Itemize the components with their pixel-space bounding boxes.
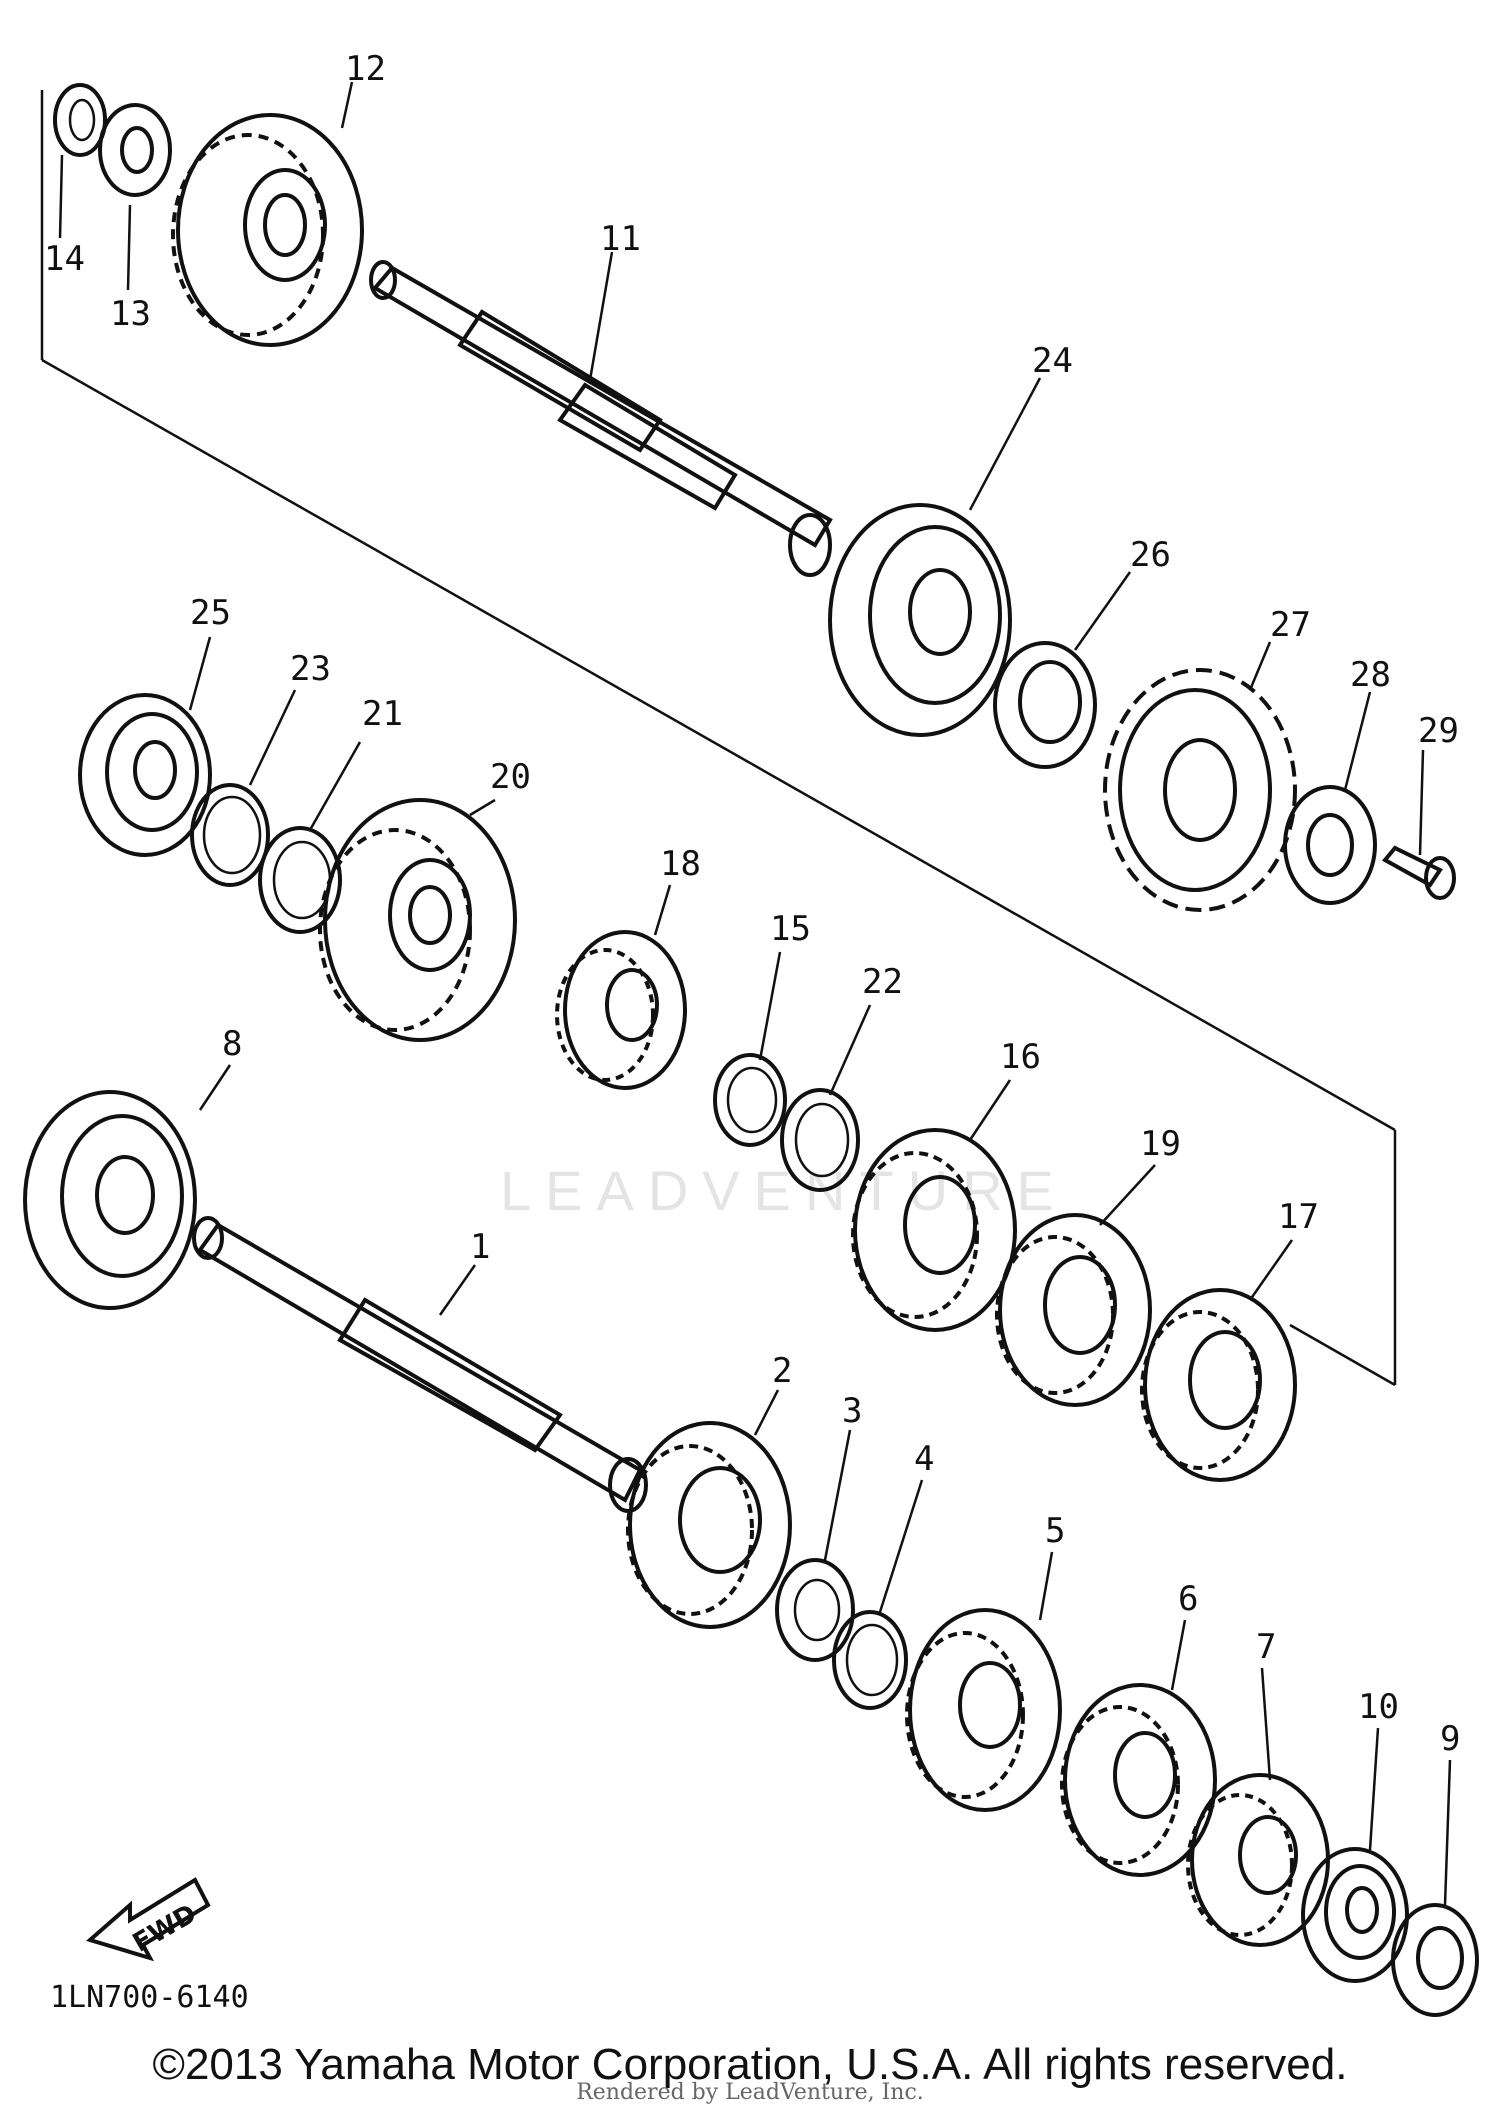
- callout-22: 22: [862, 962, 903, 1002]
- gear-6: [1060, 1683, 1217, 1877]
- rendered-by-credit: Rendered by LeadVenture, Inc.: [576, 2080, 924, 2105]
- callout-1: 1: [470, 1227, 490, 1267]
- callout-21: 21: [362, 694, 403, 734]
- callout-14: 14: [44, 239, 85, 279]
- washer-3: [775, 1558, 855, 1662]
- drive-axle: [192, 1216, 648, 1513]
- callout-10: 10: [1358, 1687, 1399, 1727]
- callout-16: 16: [1000, 1037, 1041, 1077]
- oil-seal-26: [993, 641, 1097, 769]
- callout-7: 7: [1256, 1627, 1276, 1667]
- circlip-15: [713, 1053, 787, 1147]
- fwd-label: FWD: [128, 1899, 202, 1959]
- callout-25: 25: [190, 593, 231, 633]
- callout-28: 28: [1350, 655, 1391, 695]
- diagram-part-number: 1LN700-6140: [50, 1980, 249, 2015]
- bearing-25: [78, 693, 212, 857]
- callout-3: 3: [842, 1391, 862, 1431]
- watermark: LEADVENTURE: [500, 1159, 1068, 1222]
- bearing-8: [23, 1090, 197, 1310]
- circlip-23: [190, 783, 270, 887]
- callout-4: 4: [914, 1439, 934, 1479]
- main-axle: [369, 260, 833, 577]
- callout-11: 11: [600, 219, 641, 259]
- callout-17: 17: [1278, 1197, 1319, 1237]
- assembly-boundary: [40, 90, 1397, 1387]
- gear-20: [318, 798, 517, 1042]
- washer-13: [98, 103, 172, 197]
- copyright-notice: ©2013 Yamaha Motor Corporation, U.S.A. A…: [152, 2040, 1348, 2089]
- leader-lines: [58, 81, 1452, 1906]
- gear-17: [1140, 1288, 1297, 1482]
- washer-22: [780, 1088, 860, 1192]
- gear-2: [626, 1421, 792, 1629]
- lock-washer-28: [1283, 785, 1377, 905]
- callout-26: 26: [1130, 535, 1171, 575]
- bearing-24: [828, 503, 1012, 737]
- circlip-4: [832, 1610, 908, 1710]
- callout-19: 19: [1140, 1124, 1181, 1164]
- drive-sprocket-27: [1103, 668, 1297, 912]
- callout-27: 27: [1270, 605, 1311, 645]
- gear-19: [995, 1213, 1152, 1407]
- callout-labels: 14 13 12 11 24 26 27 28 29 25 23 21 20 1…: [44, 49, 1460, 1759]
- callout-18: 18: [660, 844, 701, 884]
- callout-23: 23: [290, 649, 331, 689]
- callout-9: 9: [1440, 1719, 1460, 1759]
- bolt-29: [1381, 845, 1456, 900]
- oil-seal-9: [1391, 1903, 1479, 2017]
- callout-29: 29: [1418, 711, 1459, 751]
- gear-12: [171, 113, 364, 347]
- gear-18: [555, 930, 687, 1090]
- callout-2: 2: [772, 1351, 792, 1391]
- callout-5: 5: [1045, 1511, 1065, 1551]
- bearing-10: [1301, 1847, 1409, 1983]
- callout-15: 15: [770, 909, 811, 949]
- fwd-arrow-icon: FWD: [85, 1877, 211, 1962]
- gear-16: [851, 1128, 1017, 1332]
- gear-7: [1186, 1773, 1330, 1947]
- callout-24: 24: [1032, 341, 1073, 381]
- callout-6: 6: [1178, 1579, 1198, 1619]
- callout-8: 8: [222, 1024, 242, 1064]
- callout-20: 20: [490, 757, 531, 797]
- callout-12: 12: [345, 49, 386, 89]
- gear-5: [905, 1608, 1062, 1812]
- callout-13: 13: [110, 294, 151, 334]
- circlip-14: [53, 83, 107, 157]
